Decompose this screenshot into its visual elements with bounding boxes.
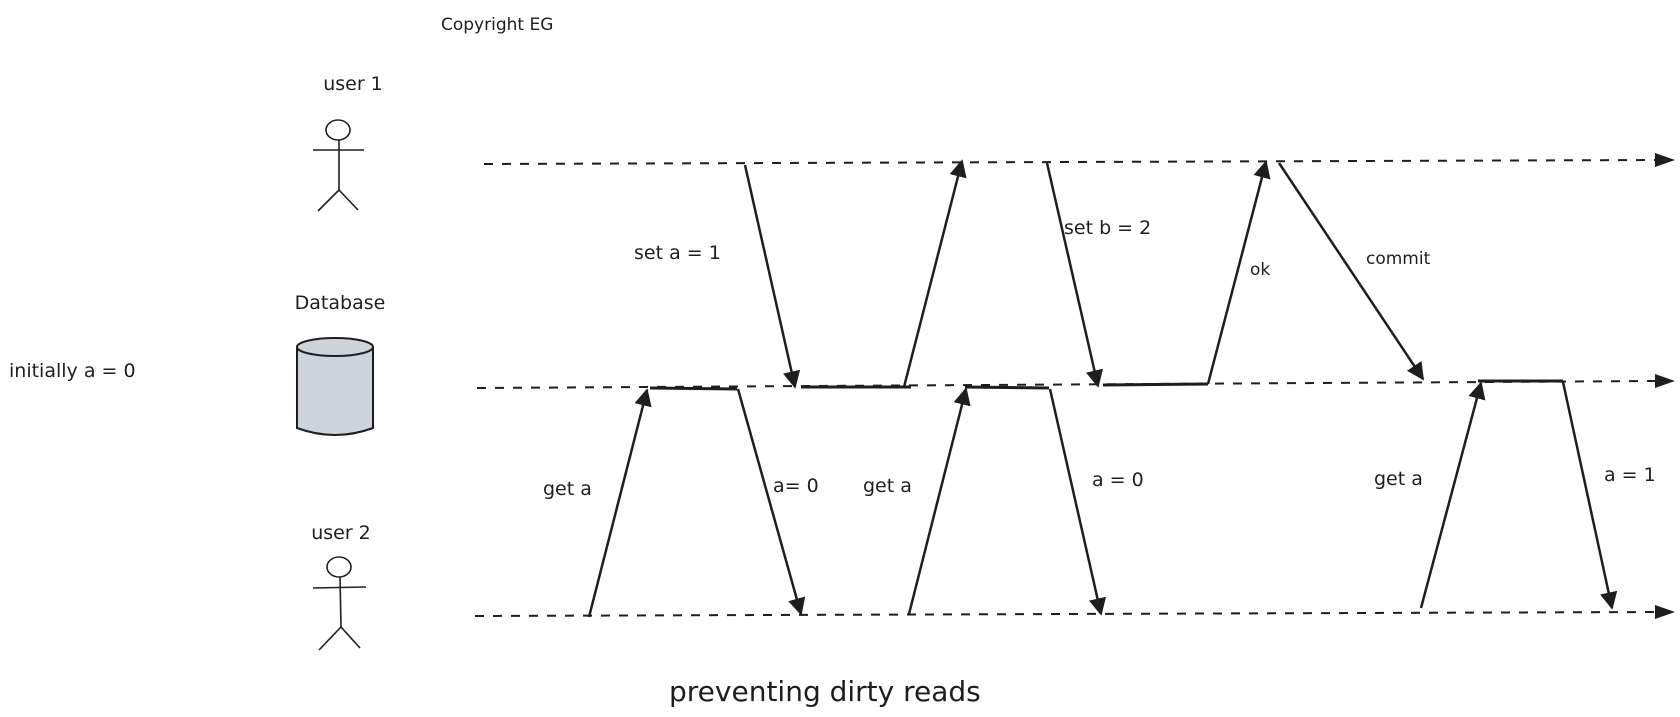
diagram-title: preventing dirty reads xyxy=(669,675,981,708)
get-a-label: get a xyxy=(863,475,912,497)
actor-label-user1: user 1 xyxy=(323,73,383,95)
response-label: a= 0 xyxy=(773,475,819,497)
response-arrow xyxy=(1048,388,1107,616)
response-label: a = 1 xyxy=(1604,464,1656,486)
get-a-label: get a xyxy=(543,478,592,500)
set-a-arrow xyxy=(743,164,801,389)
database-cylinder-icon xyxy=(296,337,374,436)
user1-lifeline xyxy=(483,159,1656,165)
get-a-arrow xyxy=(587,388,652,618)
user2-lifeline-arrowhead-icon xyxy=(1655,605,1675,619)
user2-stick-figure-icon xyxy=(312,556,367,651)
commit-arrow xyxy=(1277,162,1425,381)
db-processing-bar xyxy=(964,385,1050,390)
user2-lifeline xyxy=(474,611,1656,617)
user1-stick-figure-icon xyxy=(313,119,364,212)
response-arrow xyxy=(736,388,806,616)
ok-arrow xyxy=(1206,160,1271,385)
user1-lifeline-arrowhead-icon xyxy=(1655,153,1675,167)
copyright-label: Copyright EG xyxy=(441,15,553,35)
actor-label-user2: user 2 xyxy=(311,522,371,544)
database-lifeline-arrowhead-icon xyxy=(1655,374,1675,388)
db-processing-bar xyxy=(649,386,738,391)
set-b-arrow xyxy=(1045,162,1104,388)
commit-label: commit xyxy=(1366,249,1431,269)
set-a-label: set a = 1 xyxy=(634,242,721,264)
get-a-arrow xyxy=(1419,381,1486,609)
response-arrow xyxy=(1561,381,1618,610)
ok-label: ok xyxy=(1250,260,1270,280)
initial-state-label: initially a = 0 xyxy=(9,360,136,382)
set-a-ack-arrow xyxy=(902,159,967,388)
get-a-label: get a xyxy=(1374,468,1423,490)
response-label: a = 0 xyxy=(1092,469,1144,491)
db-processing-bar xyxy=(1102,382,1209,387)
actor-label-database: Database xyxy=(295,292,386,314)
set-b-label: set b = 2 xyxy=(1064,217,1151,239)
get-a-arrow xyxy=(907,387,971,615)
